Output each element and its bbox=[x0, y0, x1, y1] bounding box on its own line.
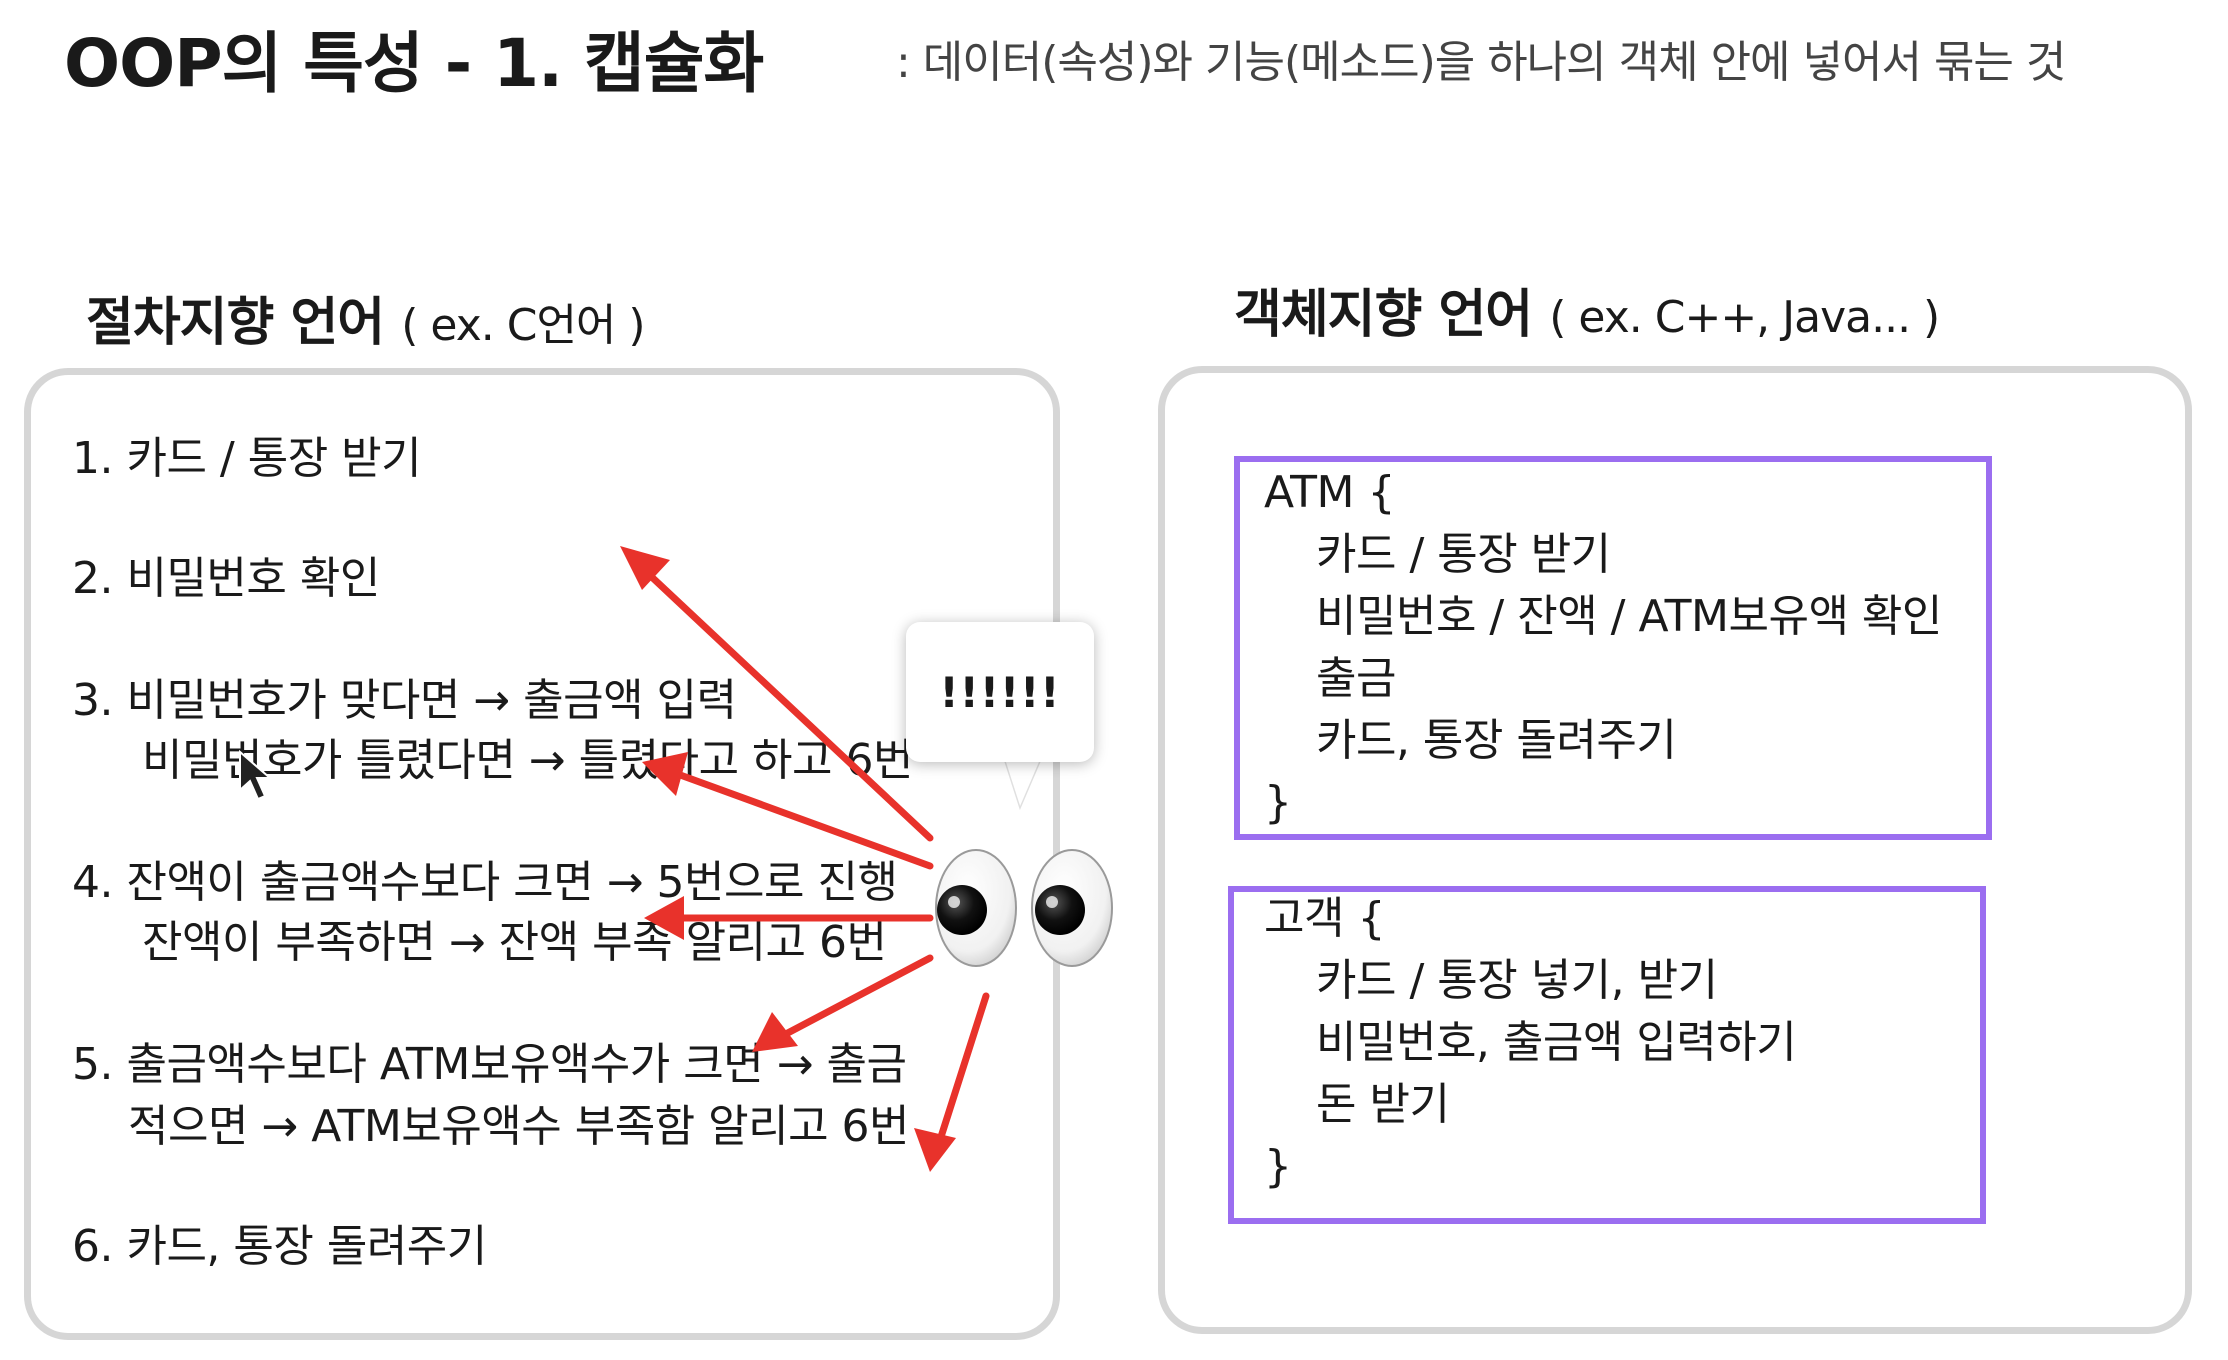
arrow-to-step-4 bbox=[644, 896, 934, 940]
customer-close: } bbox=[1264, 1141, 1292, 1192]
customer-object-code: 고객 { 카드 / 통장 넣기, 받기 비밀번호, 출금액 입력하기 돈 받기 … bbox=[1264, 888, 1797, 1198]
procedural-heading-example: ( ex. C언어 ) bbox=[401, 300, 645, 351]
page-title-description: : 데이터(속성)와 기능(메소드)을 하나의 객체 안에 넣어서 묶는 것 bbox=[896, 37, 2066, 88]
atm-object-code: ATM { 카드 / 통장 받기 비밀번호 / 잔액 / ATM보유액 확인 출… bbox=[1264, 462, 1942, 834]
step-1: 1. 카드 / 통장 받기 bbox=[72, 433, 422, 484]
eyes-emoji-icon bbox=[935, 849, 1113, 967]
arrow-to-step-5 bbox=[752, 954, 934, 1052]
arrow-to-step-3 bbox=[642, 752, 934, 870]
arrow-to-step-2 bbox=[620, 546, 934, 842]
customer-open: 고객 { bbox=[1264, 893, 1385, 944]
atm-method: 카드, 통장 돌려주기 bbox=[1316, 715, 1677, 766]
arrow-to-step-6 bbox=[914, 992, 990, 1172]
customer-object-box bbox=[1228, 886, 1986, 1224]
procedural-heading-label: 절차지향 언어 bbox=[86, 293, 385, 353]
atm-open: ATM { bbox=[1264, 467, 1396, 518]
step-4: 4. 잔액이 출금액수보다 크면 → 5번으로 진행 bbox=[72, 857, 898, 908]
step-2: 2. 비밀번호 확인 bbox=[72, 553, 380, 604]
customer-method: 돈 받기 bbox=[1316, 1079, 1450, 1130]
speech-bubble: !!!!!! bbox=[906, 622, 1094, 762]
object-oriented-heading-label: 객체지향 언어 bbox=[1234, 285, 1533, 345]
atm-close: } bbox=[1264, 777, 1292, 828]
step-4-alt: 잔액이 부족하면 → 잔액 부족 알리고 6번 bbox=[142, 917, 887, 968]
procedural-heading: 절차지향 언어 ( ex. C언어 ) bbox=[86, 280, 646, 355]
mouse-cursor-icon bbox=[239, 749, 273, 801]
atm-object-box bbox=[1234, 456, 1992, 840]
object-oriented-heading-example: ( ex. C++, Java... ) bbox=[1549, 292, 1940, 343]
step-6: 6. 카드, 통장 돌려주기 bbox=[72, 1221, 487, 1272]
page-title: OOP의 특성 - 1. 캡슐화 bbox=[64, 25, 764, 102]
customer-method: 비밀번호, 출금액 입력하기 bbox=[1316, 1017, 1797, 1068]
atm-method: 카드 / 통장 받기 bbox=[1316, 529, 1611, 580]
customer-method: 카드 / 통장 넣기, 받기 bbox=[1316, 955, 1718, 1006]
atm-method: 비밀번호 / 잔액 / ATM보유액 확인 bbox=[1316, 591, 1942, 642]
arrows bbox=[620, 546, 990, 1172]
object-oriented-heading: 객체지향 언어 ( ex. C++, Java... ) bbox=[1234, 272, 1940, 347]
step-5-alt: 적으면 → ATM보유액수 부족함 알리고 6번 bbox=[128, 1101, 910, 1152]
atm-method: 출금 bbox=[1316, 653, 1396, 704]
object-oriented-panel bbox=[1158, 366, 2192, 1334]
step-3: 3. 비밀번호가 맞다면 → 출금액 입력 bbox=[72, 675, 737, 726]
